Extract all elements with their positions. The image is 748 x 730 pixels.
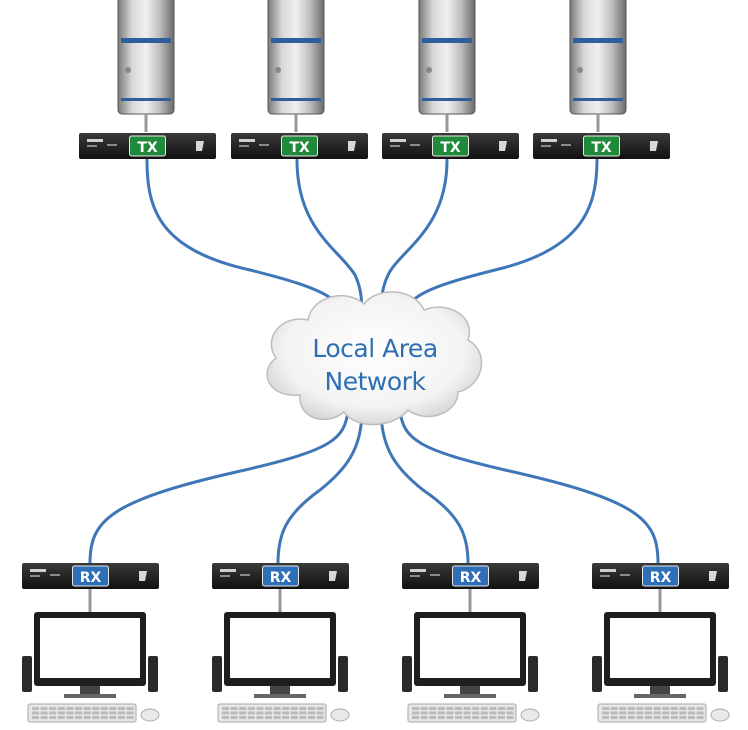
pc-tower-1 bbox=[117, 0, 175, 132]
speaker-right-icon bbox=[338, 656, 348, 692]
cloud-label-line2: Network bbox=[324, 367, 426, 396]
rx-unit-1-label: RX bbox=[80, 570, 102, 586]
cable-rx-2 bbox=[276, 408, 364, 565]
speaker-left-icon bbox=[592, 656, 602, 692]
workstation-3 bbox=[402, 589, 540, 723]
tx-unit-3-badge bbox=[432, 135, 469, 157]
lan-cloud bbox=[266, 291, 483, 426]
rx-unit-4-label: RX bbox=[650, 570, 672, 586]
rx-unit-3: RX bbox=[402, 563, 539, 589]
cable-rx-3 bbox=[379, 408, 470, 565]
cable-tx-4 bbox=[398, 158, 599, 332]
speaker-right-icon bbox=[148, 656, 158, 692]
tx-unit-1-label: TX bbox=[137, 140, 158, 156]
pc-tower-4 bbox=[569, 0, 627, 132]
speaker-right-icon bbox=[528, 656, 538, 692]
speaker-left-icon bbox=[402, 656, 412, 692]
rx-unit-2: RX bbox=[212, 563, 349, 589]
cloud-label-line1: Local Area bbox=[312, 334, 438, 363]
speaker-right-icon bbox=[718, 656, 728, 692]
workstation-1 bbox=[22, 589, 160, 723]
tx-unit-2-badge bbox=[281, 135, 318, 157]
speaker-left-icon bbox=[22, 656, 32, 692]
tx-unit-3-label: TX bbox=[440, 140, 461, 156]
tx-unit-4: TX bbox=[533, 133, 670, 159]
pc-tower-3 bbox=[418, 0, 476, 132]
tx-unit-2: TX bbox=[231, 133, 368, 159]
tx-unit-1-badge bbox=[129, 135, 166, 157]
cable-rx-4 bbox=[398, 408, 660, 565]
tx-unit-2-label: TX bbox=[289, 140, 310, 156]
tx-unit-3: TX bbox=[382, 133, 519, 159]
tx-unit-4-badge bbox=[583, 135, 620, 157]
rx-unit-2-label: RX bbox=[270, 570, 292, 586]
rx-unit-2-badge bbox=[262, 565, 299, 587]
mouse-icon bbox=[710, 708, 730, 722]
tx-unit-4-label: TX bbox=[591, 140, 612, 156]
cloud-shape bbox=[266, 291, 483, 426]
rx-unit-3-label: RX bbox=[460, 570, 482, 586]
pc-tower-2 bbox=[267, 0, 325, 132]
tx-unit-1: TX bbox=[79, 133, 216, 159]
speaker-left-icon bbox=[212, 656, 222, 692]
rx-unit-1: RX bbox=[22, 563, 159, 589]
rx-unit-4: RX bbox=[592, 563, 729, 589]
workstation-2 bbox=[212, 589, 350, 723]
mouse-icon bbox=[330, 708, 350, 722]
rx-unit-4-badge bbox=[642, 565, 679, 587]
workstation-4 bbox=[592, 589, 730, 723]
cable-rx-1 bbox=[88, 408, 350, 565]
mouse-icon bbox=[520, 708, 540, 722]
rx-unit-3-badge bbox=[452, 565, 489, 587]
rx-unit-1-badge bbox=[72, 565, 109, 587]
mouse-icon bbox=[140, 708, 160, 722]
